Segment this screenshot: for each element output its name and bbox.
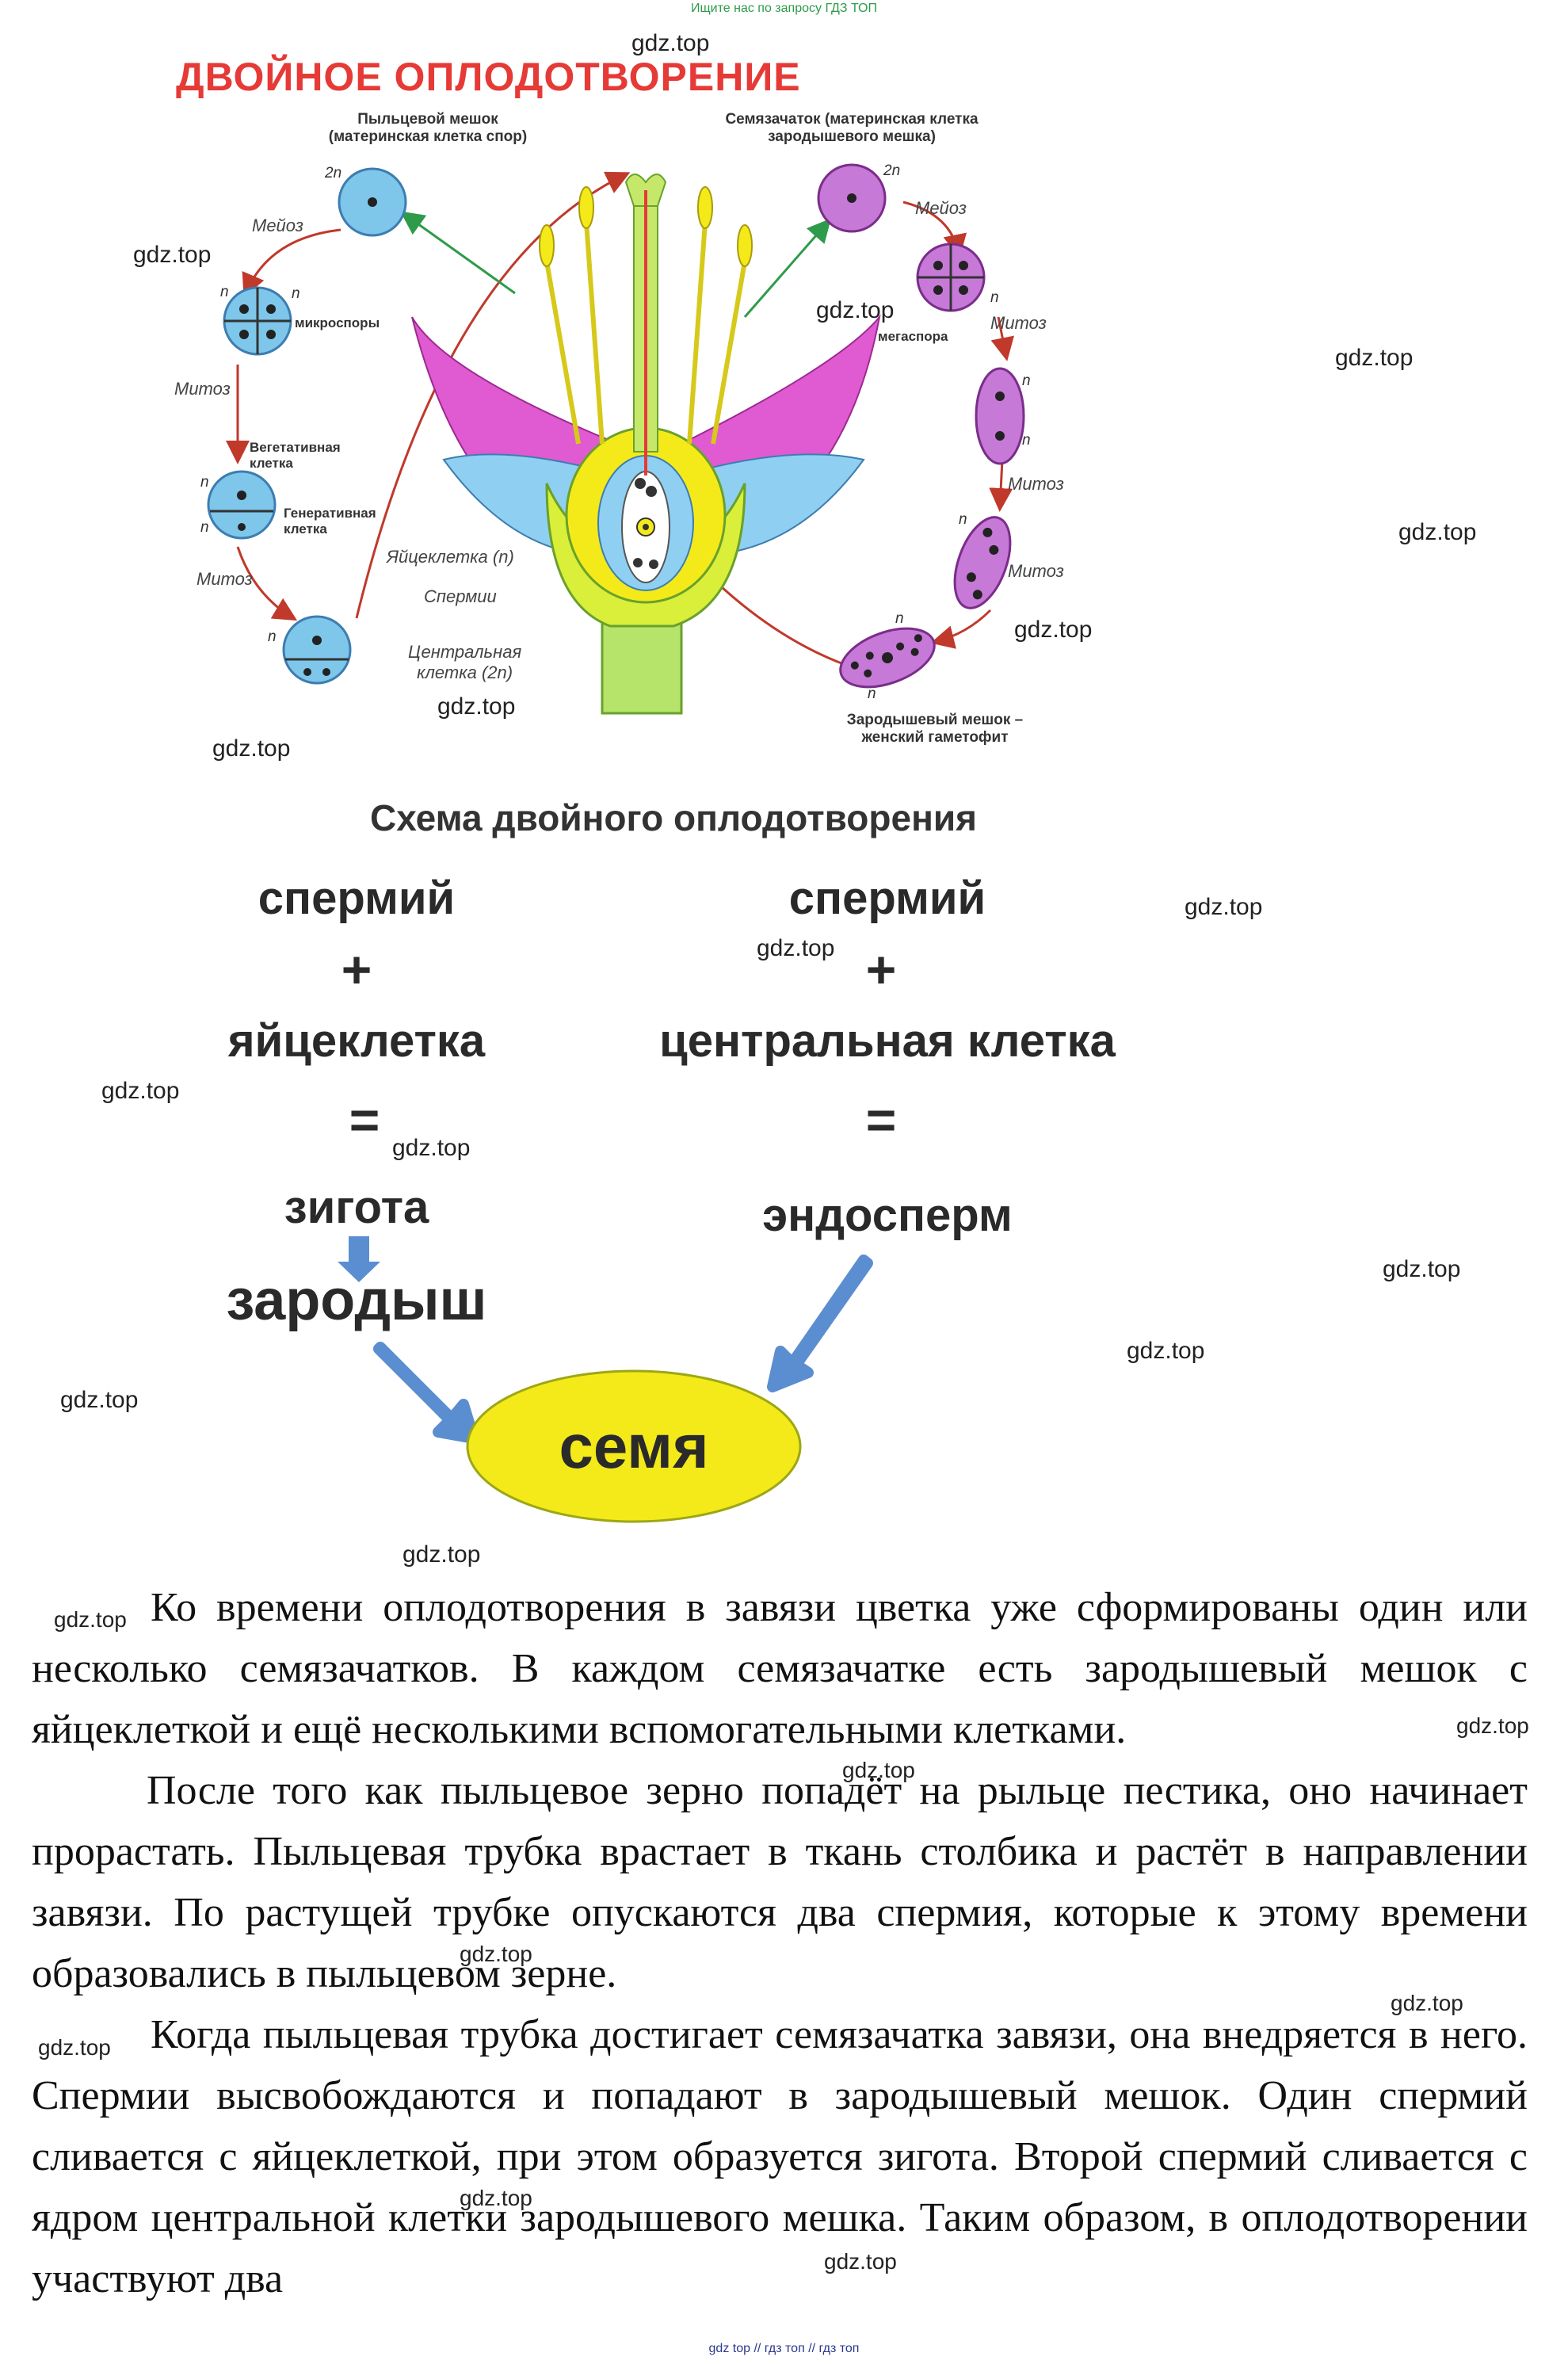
mitosis-right-3-label: Митоз [1008, 561, 1064, 581]
ploidy-n-4: n [200, 519, 209, 536]
right-cycle-arrow-3 [989, 459, 1013, 512]
watermark: gdz.top [212, 735, 291, 762]
ploidy-n-10: n [895, 610, 904, 627]
watermark: gdz.top [1014, 617, 1093, 643]
watermark: gdz.top [631, 30, 710, 56]
seed-label: семя [559, 1411, 709, 1481]
watermark: gdz.top [38, 2035, 111, 2060]
ploidy-n-9: n [959, 511, 967, 528]
sperm-right: спермий [788, 873, 986, 924]
watermark: gdz.top [101, 1078, 180, 1104]
ploidy-n-8: n [1022, 432, 1031, 449]
watermark: gdz.top [402, 1541, 481, 1568]
watermark: gdz.top [1335, 345, 1413, 371]
sperms-label: Спермии [424, 586, 497, 606]
watermark: gdz.top [392, 1135, 471, 1161]
equals-left: = [349, 1090, 380, 1149]
plus-right: + [865, 940, 897, 999]
scheme-title: Схема двойного оплодотворения [369, 797, 977, 838]
watermark: gdz.top [460, 2186, 532, 2210]
meiosis-right-label: Мейоз [915, 198, 967, 218]
flower-stem [601, 617, 683, 715]
pollen-sac-label: Пыльцевой мешок (материнская клетка спор… [328, 111, 528, 145]
ploidy-n-5: n [268, 628, 277, 645]
generative-cell-label: Генеративная клетка [284, 506, 376, 537]
meiosis-left-label: Мейоз [252, 216, 304, 235]
left-cycle-arrow-3 [236, 546, 298, 621]
megaspore-label: мегаспора [878, 329, 948, 344]
ovule-mother-cell [817, 163, 887, 233]
double-fertilization-diagram [207, 163, 1025, 715]
mitosis-right-2-label: Митоз [1008, 474, 1064, 494]
endosperm-to-seed-arrow [767, 1255, 873, 1392]
watermark: gdz.top [1391, 1991, 1463, 2015]
ploidy-n-11: n [868, 686, 876, 702]
mitosis-left-1-label: Митоз [174, 379, 231, 399]
ploidy-n-6: n [990, 289, 999, 306]
watermark: gdz.top [816, 297, 895, 323]
sperm-left: спермий [258, 873, 456, 924]
top-notice: Ищите нас по запросу ГДЗ ТОП [691, 2, 877, 15]
embryo-sac-4-nuclei [953, 516, 1012, 609]
right-cycle-arrow-2 [990, 316, 1015, 361]
ovule-label: Семязачаток (материнская клетка зародыше… [725, 111, 979, 145]
watermark: gdz.top [54, 1607, 127, 1632]
mitosis-left-2-label: Митоз [196, 569, 253, 589]
embryo-to-seed-arrow [373, 1342, 479, 1444]
green-arrow-left [400, 211, 516, 295]
vegetative-generative-cell [207, 470, 277, 540]
paragraph-1: Ко времени оплодотворения в завязи цветк… [32, 1585, 1528, 1752]
watermark: gdz.top [437, 693, 516, 720]
paragraph-2: После того как пыльцевое зерно попадёт н… [32, 1768, 1528, 1996]
watermark: gdz.top [842, 1758, 915, 1782]
vegetative-cell-label: Вегетативная клетка [250, 440, 341, 471]
watermark: gdz.top [1185, 894, 1263, 920]
zygote-to-embryo-arrow [338, 1236, 380, 1282]
seed-ellipse [466, 1369, 802, 1523]
paragraph-3: Когда пыльцевая трубка достигает семязач… [32, 2012, 1528, 2301]
central-cell-label: Центральная клетка (2n) [408, 642, 522, 682]
pollen-grain-cell [282, 615, 352, 685]
watermark: gdz.top [1383, 1256, 1461, 1282]
watermark: gdz.top [1398, 519, 1477, 545]
embryo-sac-2-nuclei [975, 367, 1025, 465]
watermark: gdz.top [1456, 1713, 1529, 1738]
microspores-label: микроспоры [295, 315, 380, 330]
zygote: зигота [284, 1182, 429, 1233]
watermark: gdz.top [60, 1387, 139, 1413]
endosperm: эндосперм [762, 1190, 1013, 1241]
green-arrow-right [743, 218, 831, 318]
watermark: gdz.top [460, 1942, 532, 1966]
embryo-sac-label: Зародышевый мешок – женский гаметофит [846, 712, 1024, 746]
ploidy-2n-left: 2n [325, 165, 342, 181]
left-cycle-arrow-1 [242, 228, 341, 298]
megaspores-cell [916, 243, 986, 312]
central-cell: центральная клетка [659, 1015, 1116, 1067]
microspores-cell [223, 286, 292, 356]
watermark: gdz.top [1127, 1338, 1205, 1364]
pollen-mother-cell [338, 167, 407, 237]
ploidy-n-1: n [220, 284, 229, 300]
diagram-title: ДВОЙНОЕ ОПЛОДОТВОРЕНИЕ [176, 55, 801, 99]
embryo-sac-mature [839, 627, 936, 689]
text-body: Ко времени оплодотворения в завязи цветк… [32, 1577, 1528, 2309]
ploidy-2n-right: 2n [883, 162, 901, 179]
ploidy-n-2: n [292, 285, 300, 302]
plus-left: + [341, 940, 372, 999]
watermark: gdz.top [824, 2249, 897, 2274]
watermark: gdz.top [133, 242, 212, 268]
equals-right: = [865, 1090, 897, 1149]
scheme-graphics [338, 1236, 873, 1523]
watermark: gdz.top [757, 935, 835, 961]
ploidy-n-7: n [1022, 372, 1031, 389]
right-cycle-arrow-4 [930, 609, 992, 649]
mitosis-right-1-label: Митоз [990, 313, 1047, 333]
egg-cell: яйцеклетка [227, 1015, 486, 1067]
egg-cell-label: Яйцеклетка (n) [387, 547, 514, 567]
pollen-to-stigma-arrow [355, 171, 631, 619]
ploidy-n-3: n [200, 474, 209, 491]
footer: gdz top // гдз топ // гдз топ [708, 2342, 860, 2355]
